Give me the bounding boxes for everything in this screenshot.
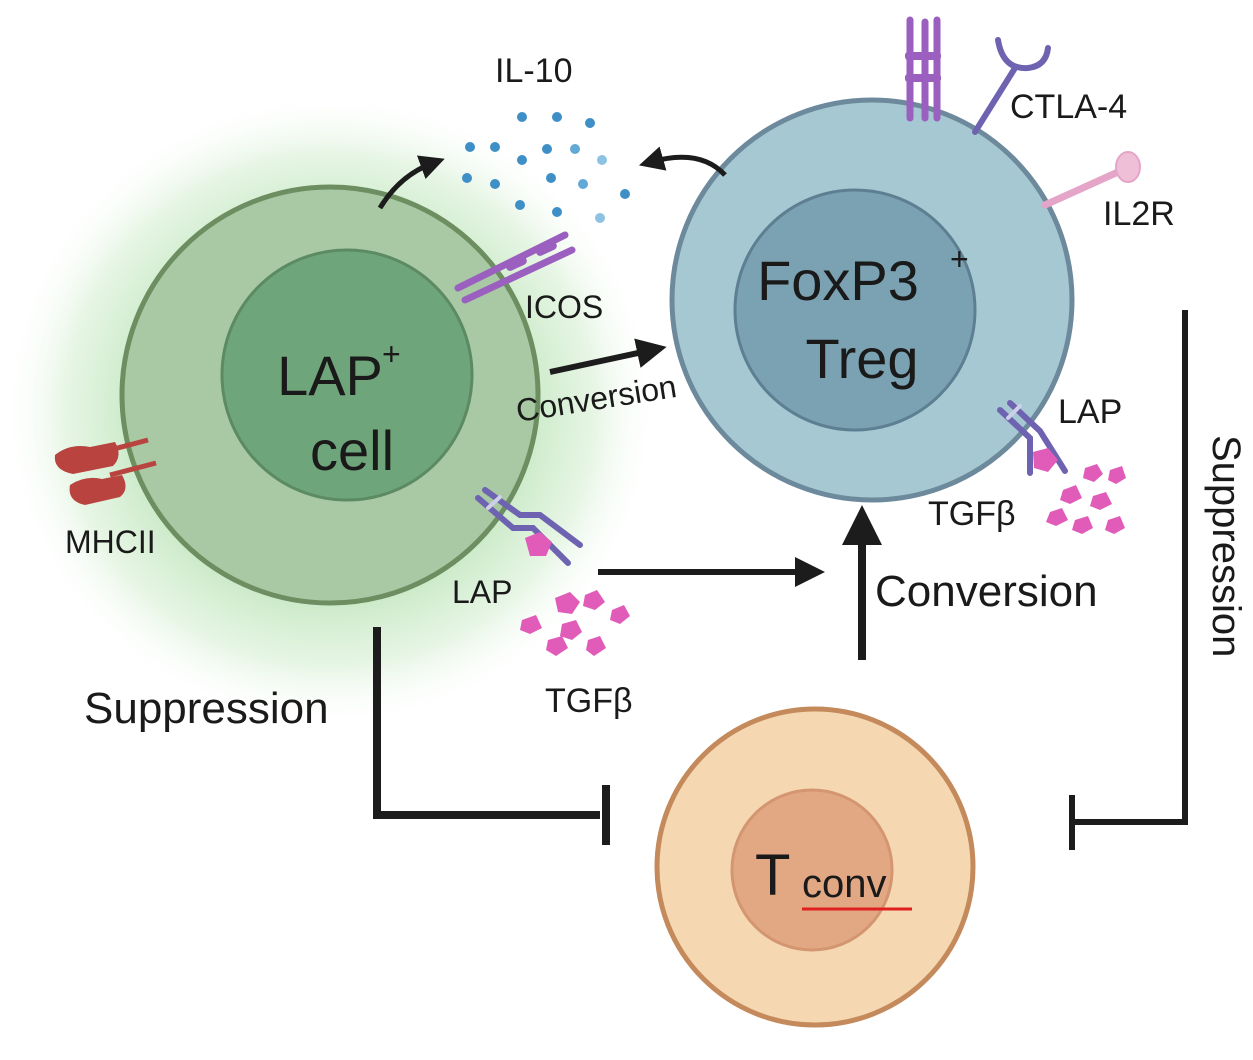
treg-cell-label-line2: Treg <box>805 327 918 390</box>
lap-cell-label-line2: cell <box>310 419 394 482</box>
lap-cell: LAP + cell <box>119 184 541 606</box>
conversion-arrow-lap-to-treg <box>549 338 667 375</box>
ctla4-receptor-icon <box>972 37 1051 135</box>
tgfb-left-cluster <box>520 590 630 656</box>
treg-cell-label-sup: + <box>950 241 969 277</box>
treg-cell-nucleus <box>733 188 977 432</box>
il10-cluster <box>462 112 630 223</box>
icos-label: ICOS <box>525 289 603 325</box>
lap-complex-left-icon <box>475 487 583 566</box>
suppression-line-left <box>373 627 610 845</box>
suppression-label-left: Suppression <box>84 684 329 733</box>
icos-receptor-icon <box>454 231 576 304</box>
tconv-label-main: T <box>755 843 790 908</box>
conversion-label-large: Conversion <box>875 567 1098 616</box>
tgfb-label-left: TGFβ <box>545 682 633 720</box>
suppression-line-right <box>1069 310 1188 850</box>
lap-cell-label-line1: LAP <box>277 344 383 407</box>
lap-cell-nucleus <box>220 248 474 502</box>
treg-cell-label-line1: FoxP3 <box>757 249 919 312</box>
lap-complex-right-icon <box>997 400 1068 476</box>
treg-cell: FoxP3 + Treg <box>669 97 1075 503</box>
treg-to-il10-arrow <box>638 146 727 177</box>
il2r-receptor-icon <box>1041 151 1141 209</box>
tconv-label-sub: conv <box>802 862 887 906</box>
lap-label-right: LAP <box>1058 393 1122 431</box>
il10-label: IL-10 <box>495 52 573 90</box>
mhcii-icon <box>54 437 157 505</box>
tconv-cell: T conv <box>654 706 976 1028</box>
mhcii-label: MHCII <box>65 524 156 560</box>
ctla4-label: CTLA-4 <box>1010 88 1127 126</box>
suppression-label-right: Suppression <box>1204 435 1248 657</box>
il2r-label: IL2R <box>1103 195 1175 233</box>
tgfb-right-cluster <box>1046 464 1126 534</box>
lap-label-left: LAP <box>452 574 512 610</box>
tgfb-label-right: TGFβ <box>928 495 1016 533</box>
treg-icos-receptor-icon <box>905 16 941 122</box>
lap-cell-label-sup: + <box>382 336 401 372</box>
lap-to-il10-arrow <box>377 155 445 210</box>
